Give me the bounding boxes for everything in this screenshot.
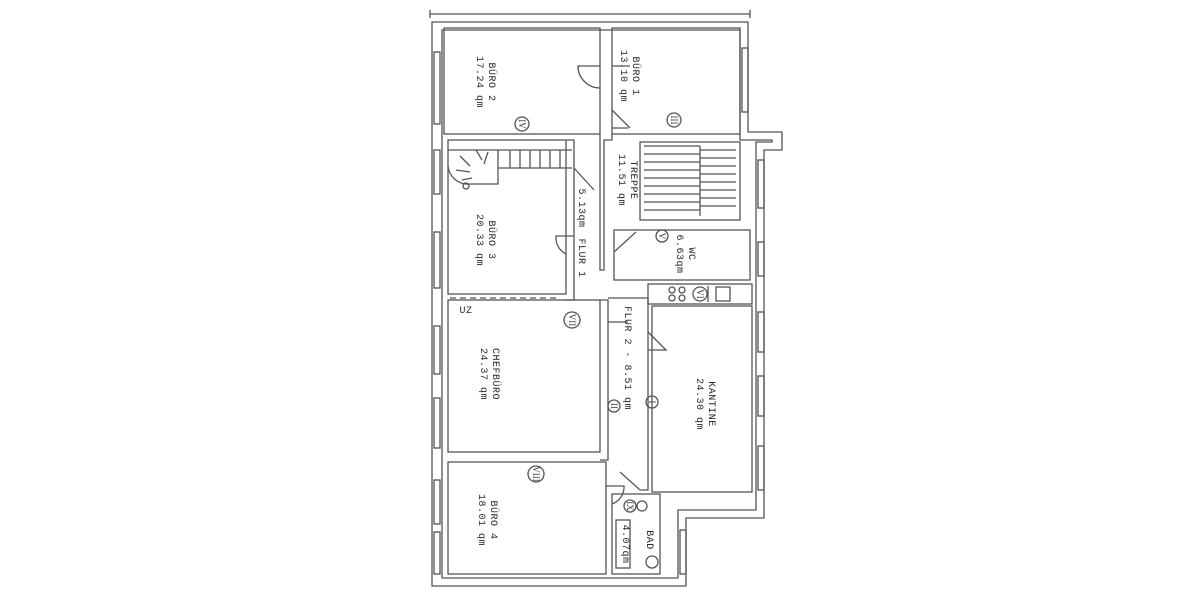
room-markers <box>514 112 708 513</box>
room-label-bad-area: 4.07qm <box>619 524 630 564</box>
doors <box>555 65 668 505</box>
kitchen-counter <box>668 286 731 302</box>
interior-walls <box>443 27 753 575</box>
room-label-flur-1: FLUR 1 <box>575 238 586 278</box>
room-label-bad: BAD <box>643 530 654 550</box>
windows-right <box>679 47 765 575</box>
marker-vii: VII <box>567 313 577 327</box>
marker-iv: IV <box>517 119 527 129</box>
room-label-flur-2: FLUR 2 - 8.51 qm <box>621 305 632 411</box>
stair-ticks <box>509 145 736 216</box>
marker-ix: IX <box>625 501 635 511</box>
marker-viii: VIII <box>531 466 541 482</box>
room-label-flur-1-area: 5.13qm <box>575 188 586 228</box>
marker-vi: VI <box>695 289 705 299</box>
uz-label: UZ <box>459 306 473 317</box>
marker-v: V <box>657 232 667 240</box>
marker-ii: II <box>609 403 619 409</box>
marker-i: I <box>647 400 657 404</box>
marker-iii: III <box>669 115 679 125</box>
windows-left <box>433 51 441 575</box>
